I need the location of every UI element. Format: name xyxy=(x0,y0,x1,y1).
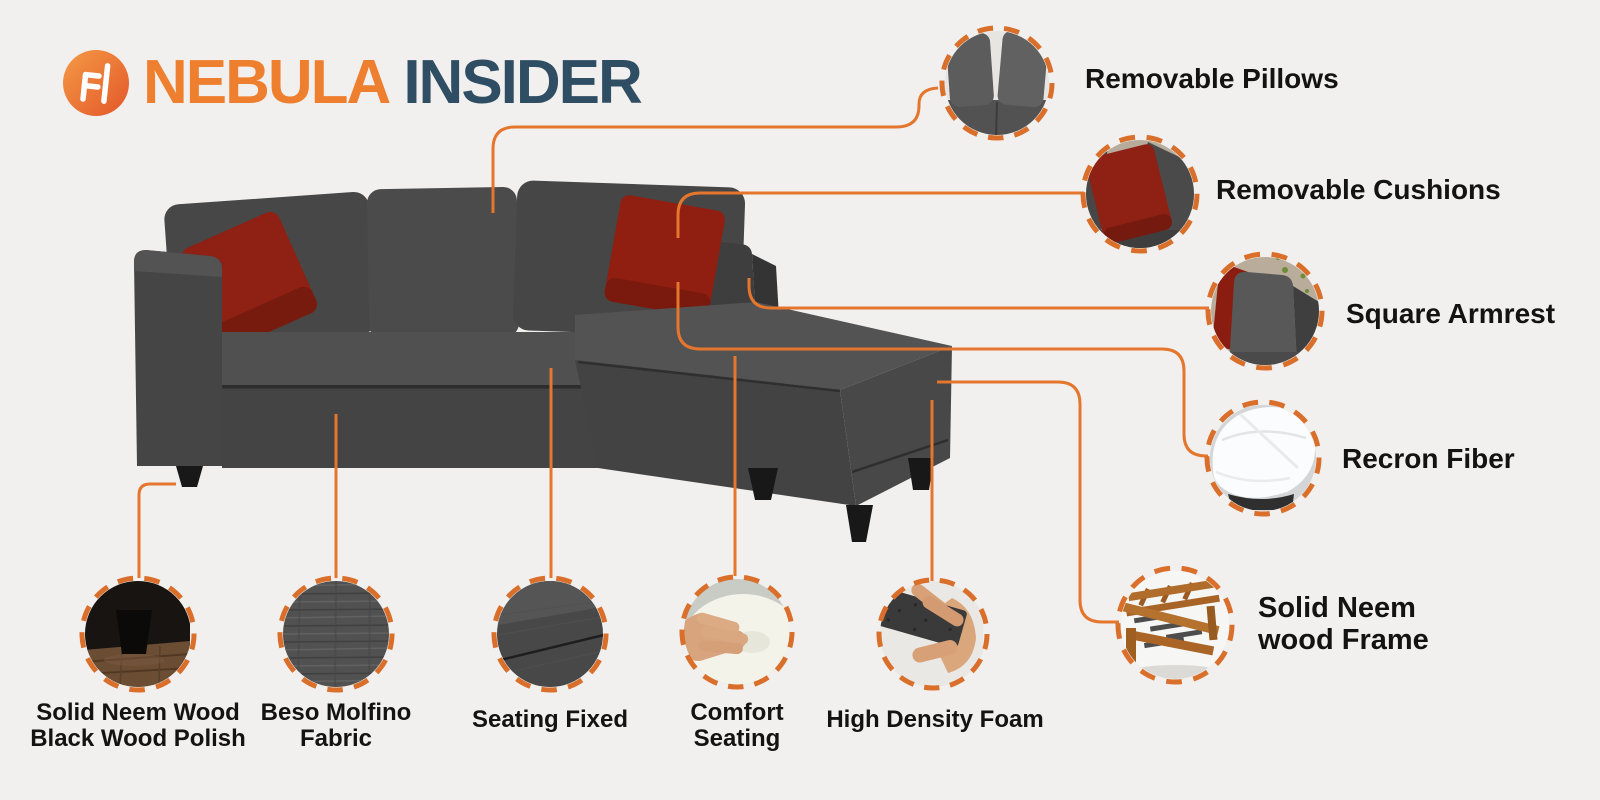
sofa-illustration xyxy=(134,180,952,542)
ring-comfort-seating xyxy=(679,574,795,690)
square-armrest-photo xyxy=(1211,257,1319,365)
chaise-seat-top xyxy=(575,302,952,390)
left-armrest-top xyxy=(134,250,222,277)
ring-seating-fixed xyxy=(491,575,609,693)
connector-recron-fiber xyxy=(676,282,1208,458)
ring-removable-pillows xyxy=(939,25,1055,141)
comfort-seating-photo xyxy=(684,579,790,685)
label-comfort-seating-line2: Seating xyxy=(693,725,781,752)
ring-beso-molfino xyxy=(277,575,395,693)
red-throw-pillow-right xyxy=(604,195,725,318)
recron-fiber-photo xyxy=(1210,405,1316,511)
connector-lines xyxy=(137,86,1209,624)
label-neem-wood-frame-line2: wood Frame xyxy=(1258,624,1429,656)
ring-black-wood-polish xyxy=(79,575,197,693)
label-high-density-foam: High Density Foam xyxy=(826,706,1044,733)
connector-square-armrest xyxy=(747,278,1209,310)
label-comfort-seating: Comfort Seating xyxy=(607,700,867,752)
label-black-wood-polish-line2: Black Wood Polish xyxy=(30,725,246,752)
left-armrest xyxy=(134,250,222,466)
callout-rings xyxy=(79,25,1325,693)
label-removable-cushions: Removable Cushions xyxy=(1216,174,1501,205)
brand-logo xyxy=(62,49,130,117)
seating-fixed-photo xyxy=(497,581,603,687)
connector-removable-cushions xyxy=(676,191,1084,238)
removable-cushions-photo xyxy=(1086,140,1194,248)
back-cushion-middle xyxy=(366,186,520,340)
chaise-seam xyxy=(577,360,841,393)
label-seating-fixed: Seating Fixed xyxy=(471,706,629,733)
chair-icon xyxy=(63,50,129,116)
ring-square-armrest xyxy=(1205,251,1325,371)
label-beso-molfino-line2: Fabric xyxy=(299,725,373,752)
label-black-wood-polish: Solid Neem Wood Black Wood Polish xyxy=(8,700,268,752)
removable-pillows-photo xyxy=(945,31,1049,135)
neem-wood-frame-photo xyxy=(1121,571,1229,679)
connector-neem-frame xyxy=(937,380,1119,624)
label-comfort-seating-line1: Comfort xyxy=(690,699,784,726)
label-neem-wood-frame: Solid Neem wood Frame xyxy=(1258,592,1429,656)
chaise-front-face xyxy=(575,360,856,506)
connector-black-polish xyxy=(137,482,176,578)
title-secondary-word: INSIDER xyxy=(403,48,642,117)
ring-removable-cushions xyxy=(1080,134,1200,254)
ring-neem-wood-frame xyxy=(1115,565,1235,685)
black-wood-polish-photo xyxy=(85,581,191,687)
seat-seam xyxy=(222,385,775,389)
label-beso-molfino: Beso Molfino Fabric xyxy=(206,700,466,752)
sofa-legs xyxy=(176,458,934,542)
label-neem-wood-frame-line1: Solid Neem xyxy=(1258,592,1416,624)
label-recron-fiber: Recron Fiber xyxy=(1342,443,1515,474)
label-square-armrest: Square Armrest xyxy=(1346,298,1556,329)
ring-high-density-foam xyxy=(876,577,990,691)
ring-recron-fiber xyxy=(1204,399,1322,517)
connector-removable-pillows xyxy=(491,86,939,213)
label-removable-pillows: Removable Pillows xyxy=(1085,63,1339,94)
label-beso-molfino-line1: Beso Molfino xyxy=(260,699,412,726)
label-black-wood-polish-line1: Solid Neem Wood xyxy=(36,699,240,726)
title-brand-word: NEBULA xyxy=(143,48,391,117)
high-density-foam-photo xyxy=(880,581,983,687)
